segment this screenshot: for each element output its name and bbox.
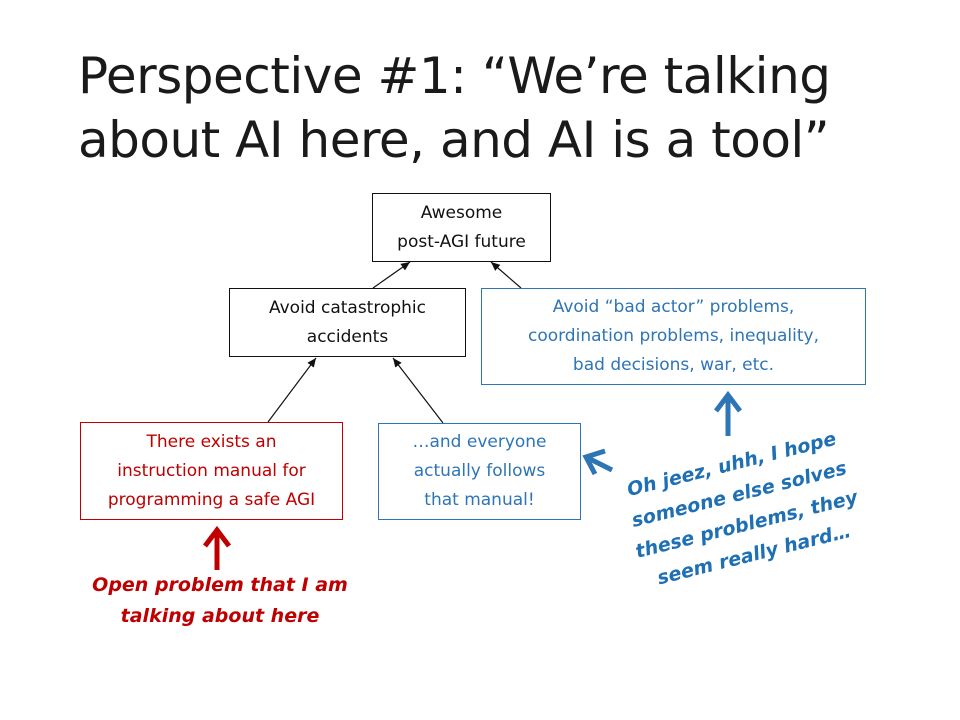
box-line: bad decisions, war, etc. [572, 355, 775, 375]
box-line: programming a safe AGI [107, 489, 316, 510]
box-line: Avoid catastrophic [268, 297, 427, 318]
avoid-accidents-box: Avoid catastrophic accidents [229, 288, 466, 357]
box-line: …and everyone [412, 432, 547, 452]
box-line: accidents [306, 326, 389, 347]
box-line: post-AGI future [397, 231, 526, 252]
title-line: Perspective #1: “We’re talking [78, 47, 831, 105]
box-line: that manual! [424, 490, 535, 510]
awesome-future-box: Awesome post-AGI future [372, 193, 551, 262]
box-line: There exists an [146, 431, 277, 452]
slide-title: Perspective #1: “We’re talking about AI … [78, 44, 938, 172]
arrow-bad-actor-to-future [490, 261, 522, 289]
box-line: Avoid “bad actor” problems, [552, 297, 795, 317]
callout-line: talking about here [120, 605, 320, 627]
box-line: Awesome [420, 202, 503, 223]
avoid-bad-actor-box: Avoid “bad actor” problems, coordination… [481, 288, 866, 385]
instruction-manual-box: There exists an instruction manual for p… [80, 422, 343, 520]
blue-up-arrow [714, 390, 742, 436]
arrow-follow-to-accidents [392, 357, 444, 424]
arrow-manual-to-accidents [267, 357, 317, 423]
box-line: coordination problems, inequality, [527, 326, 820, 346]
red-up-arrow [203, 525, 231, 570]
box-line: actually follows [413, 461, 546, 481]
everyone-follows-box: …and everyone actually follows that manu… [378, 423, 581, 520]
arrow-accidents-to-future [372, 261, 411, 289]
title-line: about AI here, and AI is a tool” [78, 111, 830, 169]
blue-left-arrow [582, 448, 614, 476]
open-problem-callout: Open problem that I am talking about her… [60, 570, 380, 632]
box-line: instruction manual for [117, 460, 306, 481]
callout-line: Open problem that I am [92, 574, 348, 596]
